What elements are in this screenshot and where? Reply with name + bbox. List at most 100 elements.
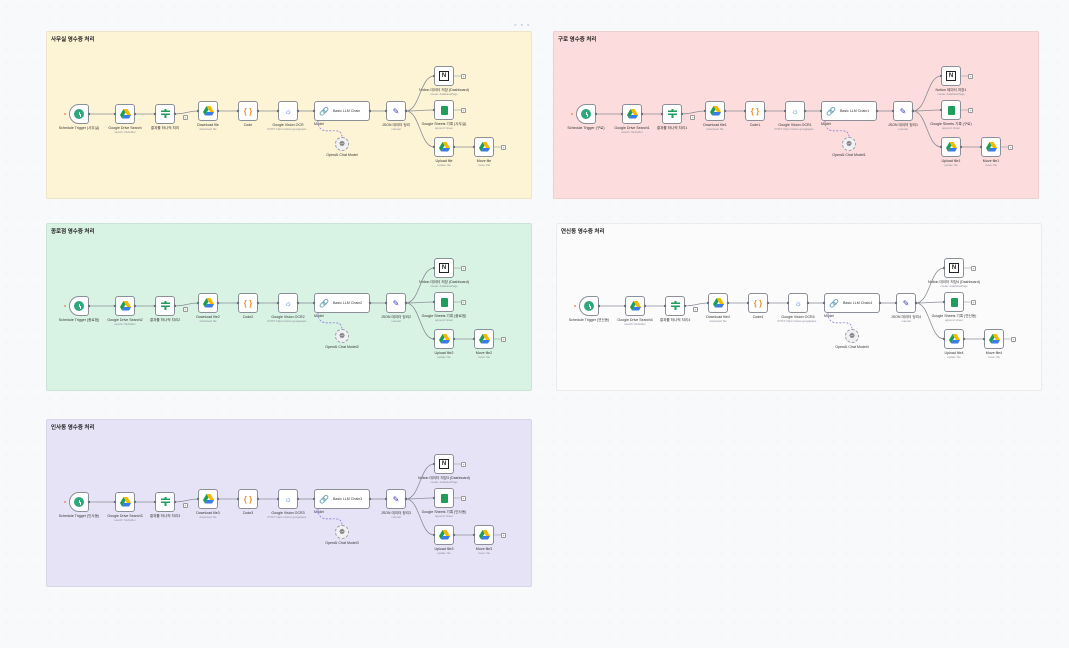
- node-subtitle: download: file: [199, 319, 217, 323]
- node-upload[interactable]: [941, 137, 961, 157]
- add-node-button[interactable]: +: [461, 265, 466, 271]
- globe-icon: ☼: [791, 106, 799, 116]
- node-subtitle: search: file/folder: [114, 518, 136, 522]
- globe-icon: ☼: [284, 494, 292, 504]
- connector-dot: [746, 301, 750, 305]
- node-move[interactable]: [474, 329, 494, 349]
- add-node-button[interactable]: +: [501, 336, 506, 342]
- add-node-button[interactable]: +: [1008, 144, 1013, 150]
- node-label: Download file1: [703, 123, 727, 127]
- connector-dot: [660, 112, 664, 116]
- add-node-button[interactable]: +: [693, 307, 698, 312]
- add-node-button[interactable]: +: [183, 115, 188, 120]
- connector-dot: [663, 304, 667, 308]
- connection: [915, 302, 945, 340]
- connector-dot: [803, 109, 807, 113]
- add-node-button[interactable]: +: [461, 495, 466, 501]
- connector-dot: [173, 500, 177, 504]
- node-model[interactable]: ❁: [845, 329, 859, 343]
- node-label: Google Vision OCR4: [781, 315, 815, 319]
- node-label: JSON 데이터 정리: [381, 123, 411, 127]
- google-sheets-icon: [440, 105, 448, 115]
- add-node-button[interactable]: +: [461, 299, 466, 305]
- model-edge-label: Model: [314, 510, 324, 514]
- node-download[interactable]: [198, 489, 218, 509]
- connector-dot: [113, 112, 117, 116]
- add-node-button[interactable]: +: [461, 73, 466, 79]
- connector-dot: [819, 109, 823, 113]
- node-label: JSON 데이터 정리1: [887, 123, 919, 127]
- add-node-button[interactable]: +: [501, 144, 506, 150]
- add-node-button[interactable]: +: [501, 532, 506, 538]
- node-model[interactable]: ❁: [335, 137, 349, 151]
- connector-dot: [173, 304, 177, 308]
- node-split[interactable]: [155, 104, 175, 124]
- connection: [405, 302, 435, 340]
- node-notion[interactable]: N: [434, 66, 454, 86]
- node-label: Notion 데이터 저장 (Dashboard): [419, 88, 469, 92]
- code-braces-icon: { }: [243, 494, 253, 504]
- connector-dot: [236, 497, 240, 501]
- node-label: Upload file1: [941, 159, 961, 163]
- add-node-button[interactable]: +: [1011, 336, 1016, 342]
- connector-dot: [806, 301, 810, 305]
- add-node-button[interactable]: +: [461, 107, 466, 113]
- node-label: OpenAI Chat Model3: [325, 541, 359, 545]
- connector-dot: [875, 109, 879, 113]
- connector-dot: [384, 301, 388, 305]
- node-label: JSON 데이터 정리3: [380, 511, 412, 515]
- node-model[interactable]: ❁: [842, 137, 856, 151]
- node-label: Upload file2: [434, 351, 454, 355]
- node-model[interactable]: ❁: [335, 329, 349, 343]
- connector-dot: [942, 266, 946, 270]
- node-subtitle: update: file: [437, 551, 451, 555]
- node-subtitle: update: file: [947, 355, 961, 359]
- connection: [405, 463, 435, 500]
- node-label: Download file4: [706, 315, 730, 319]
- node-model[interactable]: ❁: [335, 525, 349, 539]
- link-chain-icon: 🔗: [829, 298, 839, 308]
- node-notion[interactable]: N: [944, 258, 964, 278]
- globe-icon: ☼: [284, 106, 292, 116]
- node-sheets[interactable]: [434, 488, 454, 508]
- node-sheets[interactable]: [944, 292, 964, 312]
- add-node-button[interactable]: +: [183, 307, 188, 312]
- node-label: OpenAI Chat Model: [326, 153, 358, 157]
- node-subtitle: update: file: [437, 355, 451, 359]
- connection: [405, 109, 435, 112]
- node-label: Google Drive Search1: [614, 126, 650, 130]
- code-braces-icon: { }: [753, 298, 763, 308]
- add-node-button[interactable]: +: [183, 503, 188, 508]
- connector-dot: [113, 500, 117, 504]
- connector-dot: [153, 500, 157, 504]
- connector-dot: [256, 497, 260, 501]
- node-move[interactable]: [474, 525, 494, 545]
- connector-dot: [942, 337, 946, 341]
- canvas-menu-dots[interactable]: ◦ ◦ ◦: [514, 22, 531, 29]
- node-label: Upload file3: [434, 547, 454, 551]
- add-node-button[interactable]: +: [461, 461, 466, 467]
- connector-dot: [296, 301, 300, 305]
- add-node-button[interactable]: +: [971, 299, 976, 305]
- connector-dot: [597, 304, 601, 308]
- add-node-button[interactable]: +: [968, 107, 973, 113]
- add-node-button[interactable]: +: [971, 265, 976, 271]
- connector-dot: [623, 304, 627, 308]
- connector-dot: [942, 300, 946, 304]
- connector-dot: [706, 301, 710, 305]
- node-subtitle: POST: https://vision.googleapis...: [774, 127, 816, 131]
- add-node-button[interactable]: +: [690, 115, 695, 120]
- node-label: Move file3: [475, 547, 493, 551]
- sticky-title: 연신동 영수증 처리: [561, 229, 605, 235]
- trigger-marker: [64, 113, 66, 115]
- node-label: OpenAI Chat Model1: [832, 153, 866, 157]
- node-label: 결과를 하나씩 처리2: [149, 318, 181, 322]
- link-chain-icon: 🔗: [319, 106, 329, 116]
- node-subtitle: create: databasePage: [430, 480, 458, 484]
- node-subtitle: search: file/folder: [624, 322, 646, 326]
- node-label: OpenAI Chat Model4: [835, 345, 869, 349]
- add-node-button[interactable]: +: [968, 73, 973, 79]
- connector-dot: [432, 266, 436, 270]
- node-label: Google Vision OCR: [272, 123, 304, 127]
- connector-dot: [680, 112, 684, 116]
